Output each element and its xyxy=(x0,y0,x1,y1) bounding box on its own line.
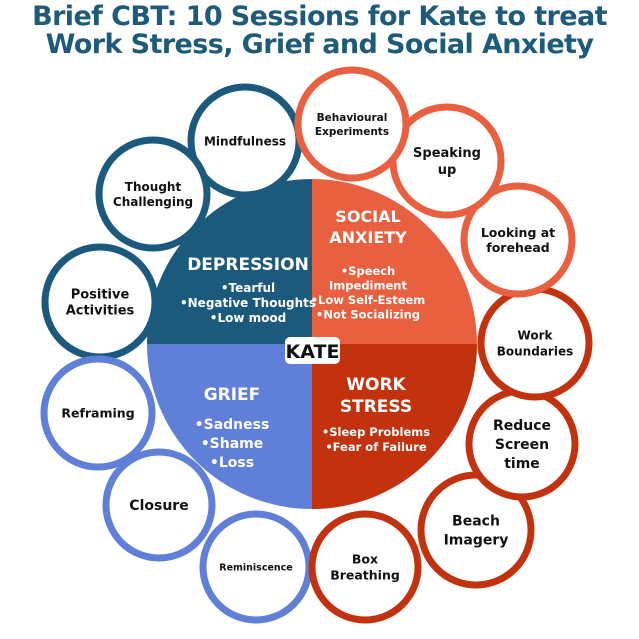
symptom-bullet: •Sadness xyxy=(195,417,270,433)
session-label: Screen xyxy=(495,437,549,453)
symptom-bullet: •Shame xyxy=(201,436,264,452)
session-label: up xyxy=(438,163,457,178)
symptom-bullet: •Not Socializing xyxy=(316,308,420,322)
symptom-bullet: •Fear of Failure xyxy=(325,440,427,454)
session-circle: Reframing xyxy=(40,355,156,471)
session-ring-social-anxiety xyxy=(460,182,576,298)
symptom-bullet: •Tearful xyxy=(221,281,275,295)
session-label: Positive xyxy=(71,288,130,303)
session-label: Work xyxy=(518,328,554,342)
quadrant-title: WORK xyxy=(346,375,406,395)
session-label: forehead xyxy=(486,240,549,255)
center-label-box xyxy=(285,337,340,364)
session-label: Challenging xyxy=(113,195,193,209)
symptom-bullet: •Speech xyxy=(341,264,395,278)
session-label: time xyxy=(504,456,540,472)
session-label: Beach xyxy=(452,514,500,530)
title-line-1: Brief CBT: 10 Sessions for Kate to treat xyxy=(32,1,607,32)
session-label: Speaking xyxy=(413,146,481,161)
session-label: Experiments xyxy=(315,126,389,138)
session-label: Boundaries xyxy=(497,344,573,358)
symptom-bullet: •Negative Thoughts xyxy=(180,296,316,310)
quadrant-text-grief: GRIEF •Sadness •Shame •Loss xyxy=(195,385,270,471)
symptom-bullet: •Low mood xyxy=(210,311,286,325)
session-ring-social-anxiety xyxy=(294,66,410,182)
session-label: Reminiscence xyxy=(219,562,293,573)
quadrant-title: GRIEF xyxy=(204,385,261,405)
session-circle: Mindfulness xyxy=(187,83,303,199)
symptom-bullet: Impediment xyxy=(329,279,407,293)
session-label: Behavioural xyxy=(317,112,388,124)
session-label: Thought xyxy=(125,180,182,194)
session-ring-work-stress xyxy=(477,285,593,401)
quadrant-title: SOCIAL xyxy=(335,207,400,226)
session-ring-depression xyxy=(95,136,211,252)
session-label: Box xyxy=(352,552,378,567)
session-label: Breathing xyxy=(330,568,400,583)
quadrant-text-depression: DEPRESSION •Tearful•Negative Thoughts•Low… xyxy=(180,255,316,325)
symptom-bullet: •Low Self-Esteem xyxy=(311,293,426,307)
session-label: Mindfulness xyxy=(204,134,286,148)
session-circle: Reminiscence xyxy=(199,510,313,624)
symptom-bullet: •Sleep Problems xyxy=(322,425,430,439)
center-label-text: KATE xyxy=(286,341,340,363)
quadrant-title: DEPRESSION xyxy=(187,255,309,275)
session-label: Imagery xyxy=(444,533,509,549)
session-label: Closure xyxy=(129,498,188,514)
symptom-bullet: •Loss xyxy=(210,455,254,471)
quadrant-title: ANXIETY xyxy=(329,228,407,247)
session-ring-grief xyxy=(102,448,216,562)
title-line-2: Work Stress, Grief and Social Anxiety xyxy=(45,29,594,60)
session-label: Activities xyxy=(66,304,135,319)
session-circle: Closure xyxy=(102,448,216,562)
session-label: Reframing xyxy=(61,406,134,421)
session-label: Looking at xyxy=(481,225,555,240)
session-label: Reduce xyxy=(493,418,551,434)
session-ring-grief xyxy=(40,355,156,471)
session-ring-work-stress xyxy=(308,510,422,624)
center-label: KATE xyxy=(285,337,340,364)
quadrant-title: STRESS xyxy=(340,397,412,417)
